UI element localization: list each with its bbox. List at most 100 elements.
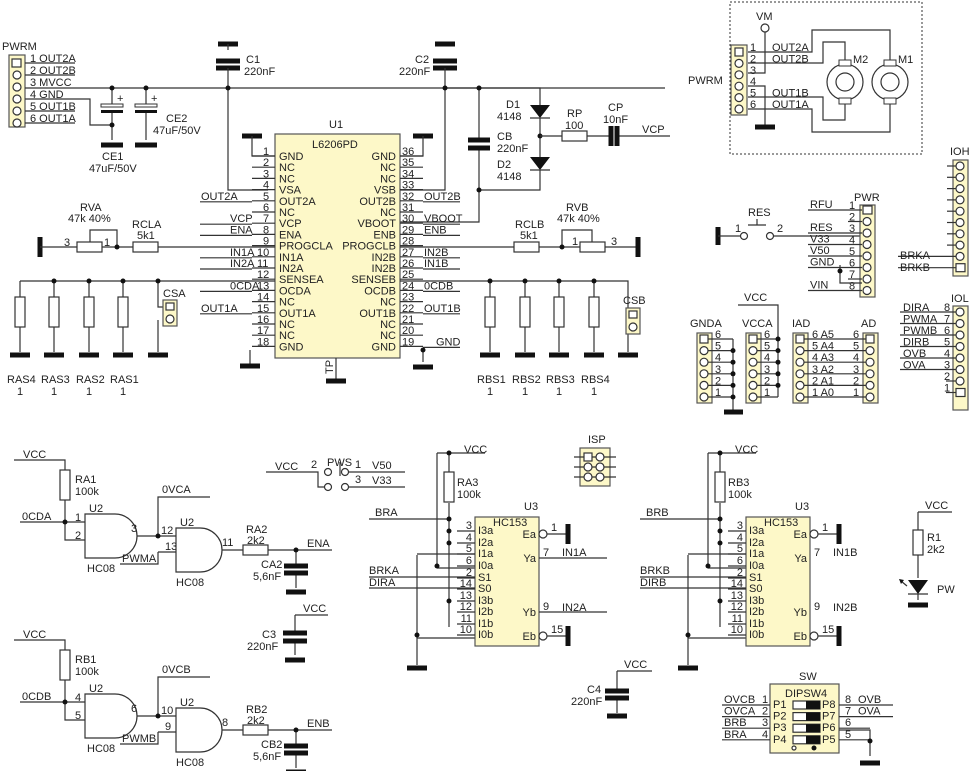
junction-dot (446, 540, 452, 546)
pin-number: 11 (222, 537, 233, 549)
pin-square (795, 334, 805, 344)
net-label: GND (810, 257, 835, 269)
pin-number: 1 (853, 387, 859, 399)
pwrm-pin-label: 2 OUT2B (30, 65, 76, 77)
pin-circle (955, 251, 965, 261)
pin-number: 1 (715, 387, 721, 399)
pin-circle (865, 357, 875, 367)
capacitor-ref: CA2 (261, 559, 282, 571)
junction-dot (293, 727, 299, 733)
pin-circle (955, 195, 965, 205)
rclb-val: 5k1 (520, 230, 538, 242)
isp-header: ISP (574, 434, 616, 487)
pin-number: 4 (944, 348, 950, 360)
net-label: OUT1B (772, 88, 809, 100)
resistor (242, 724, 269, 736)
net-label: DIRB (640, 577, 666, 589)
pin-number: 3 (263, 168, 269, 180)
pwrm-ref-2: PWRM (688, 75, 723, 87)
capacitor-val: 5,6nF (253, 571, 281, 583)
vcp-label: VCP (642, 124, 665, 136)
junction-dot (62, 519, 68, 525)
gate-circuit-b: VCCRB1100k0CDBU2HC084560VCB109PWMBU2HC08… (14, 629, 332, 771)
pin-circle (862, 262, 872, 273)
pin-number: 7 (845, 706, 851, 718)
pin-number: 1 (75, 512, 81, 524)
pin-number: 2 (853, 375, 859, 387)
pin-number: 5 (849, 246, 855, 258)
junction-dot (446, 528, 452, 534)
wire (818, 533, 838, 637)
u1-body (274, 133, 401, 359)
pin-number: 5 (737, 543, 743, 555)
pin-name: GND (372, 341, 397, 353)
pin-name: P1 (773, 699, 786, 711)
wire (547, 533, 567, 637)
pin-circle (955, 240, 965, 250)
resistor-ref: RA2 (246, 524, 267, 536)
c2-val: 220nF (399, 66, 430, 78)
pin-circle (12, 94, 22, 104)
pin-name: OUT1B (359, 308, 396, 320)
and-gate (175, 707, 223, 753)
pin-name: Yb (794, 607, 807, 619)
pin-name: P3 (773, 722, 786, 734)
pin-square (699, 334, 709, 344)
pin-name: GND (372, 151, 397, 163)
pin-name: P4 (773, 734, 786, 746)
pin-number: 3 (853, 364, 859, 376)
pin-circle (862, 216, 872, 227)
pin-name: IN2B (372, 263, 396, 275)
c3-ref: C3 (262, 629, 276, 641)
wire (369, 553, 475, 589)
pin-name: S1 (478, 572, 491, 584)
pin-number: 1 (750, 42, 756, 54)
gate-circuit-a: VCCRA1100k0CDAU2HC081230VCA1213PWMAU2HC0… (14, 449, 332, 595)
wire (14, 639, 80, 721)
pin-label: 1 (355, 459, 361, 471)
pin-number: 7 (944, 314, 950, 326)
pin-number: 2 (737, 567, 743, 579)
ic-ref: U3 (795, 501, 809, 513)
sense-resistor (117, 296, 129, 328)
pin-circle (795, 380, 805, 390)
net-label: BRKB (640, 565, 670, 577)
junction-dot (446, 598, 452, 604)
pin-number: 8 (849, 281, 855, 293)
sense-resistor (14, 296, 26, 328)
pin-name: NC (380, 297, 396, 309)
net-label: IN1A (562, 547, 587, 559)
pin-circle (955, 184, 965, 194)
pin-name: VSB (374, 185, 396, 197)
pin-number: 12 (161, 525, 173, 537)
res-ref: RES (748, 207, 771, 219)
pin-number: 11 (461, 613, 472, 625)
pin-number: 18 (257, 336, 269, 348)
dip-knob (806, 701, 820, 709)
wire (539, 557, 607, 613)
net-label: 0VCB (162, 664, 191, 676)
junction-dot (717, 598, 723, 604)
net-label: VIN (810, 280, 828, 292)
ic-body (474, 516, 540, 647)
junction-dot (86, 278, 92, 284)
resistor-ref: RBS4 (581, 374, 610, 386)
pin-circle (748, 346, 758, 356)
pin-circle (734, 81, 744, 91)
pin-number: 4 (853, 352, 859, 364)
vm-label: VM (756, 11, 773, 23)
pin-number: 5 (75, 710, 81, 722)
plus-sign: + (117, 93, 123, 105)
pin-name: P6 (822, 722, 835, 734)
rva-val: 47k 40% (68, 213, 111, 225)
ic-ref: U3 (524, 501, 538, 513)
pin-circle (734, 70, 744, 80)
net-label: RES (810, 222, 833, 234)
net-label: BRB (724, 717, 747, 729)
pin-circle (734, 104, 744, 114)
junction-dot (775, 359, 781, 365)
d1-val: 4148 (497, 111, 521, 123)
pin-label: 3 (355, 474, 361, 486)
junction-dot (717, 516, 723, 522)
resistor-val: 100k (75, 486, 99, 498)
